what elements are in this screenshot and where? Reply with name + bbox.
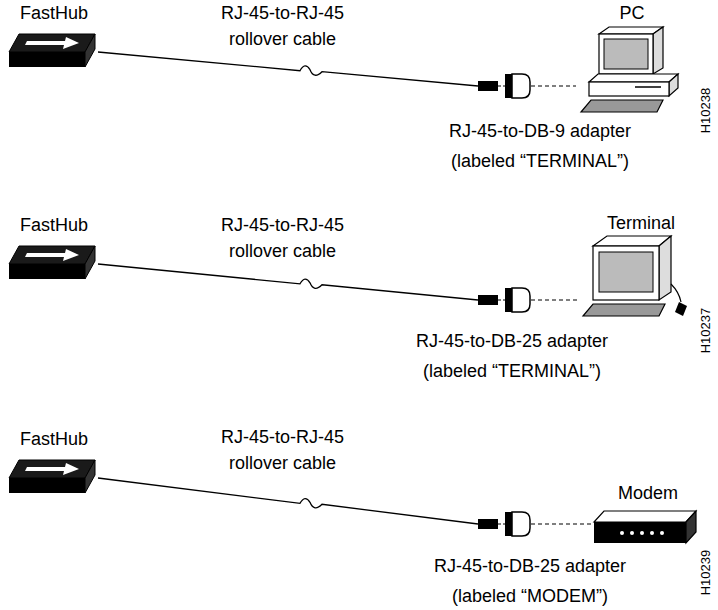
device-node: FastHub	[4, 428, 104, 498]
db-adapter	[512, 512, 530, 536]
terminal-icon-part	[675, 302, 687, 316]
rj45-plug	[478, 519, 498, 529]
plug-gap	[498, 85, 505, 86]
dashed-link	[531, 299, 580, 300]
cable-label: RJ-45-to-RJ-45 rollover cable	[195, 0, 370, 52]
plug-gap	[498, 299, 505, 300]
rj45-plug	[478, 295, 498, 305]
terminal-icon-part	[671, 284, 681, 302]
rj45-plug	[478, 81, 498, 91]
cable-label: RJ-45-to-RJ-45 rollover cable	[195, 212, 370, 264]
pc-icon-part	[599, 34, 653, 74]
hub-icon-part	[85, 246, 95, 279]
device-label: FastHub	[4, 428, 104, 450]
dashed-link	[531, 523, 592, 524]
pc-icon-part	[589, 74, 678, 82]
hub-icon-part	[9, 264, 85, 279]
hub-icon	[5, 458, 97, 496]
modem-icon-part	[660, 531, 664, 535]
cable-label: RJ-45-to-RJ-45 rollover cable	[195, 424, 370, 476]
modem-icon-part	[686, 511, 696, 543]
hub-icon	[5, 32, 97, 70]
pc-icon	[577, 24, 682, 114]
device-label: FastHub	[4, 214, 104, 236]
adapter-label: RJ-45-to-DB-9 adapter (labeled “TERMINAL…	[425, 116, 655, 176]
adapter-body	[505, 74, 512, 98]
hub-icon-part	[25, 463, 79, 475]
terminal-icon-part	[593, 246, 659, 300]
adapter-body	[505, 288, 512, 312]
modem-icon-part	[594, 511, 696, 522]
hub-icon-part	[9, 478, 85, 493]
adapter-body	[505, 512, 512, 536]
dashed-link	[531, 85, 576, 86]
modem-icon	[592, 508, 698, 548]
hub-icon-part	[9, 34, 95, 52]
device-node: Terminal	[580, 212, 702, 322]
cable-line	[98, 52, 478, 86]
hub-icon-part	[85, 460, 95, 493]
modem-icon-part	[620, 531, 624, 535]
device-label: Modem	[592, 482, 704, 504]
pc-icon-part	[635, 86, 661, 88]
pc-icon-part	[604, 39, 648, 69]
pc-icon-part	[653, 27, 663, 74]
hub-icon-part	[9, 460, 95, 478]
hub-icon-part	[85, 34, 95, 67]
figure-id: H10238	[698, 88, 713, 134]
db-adapter	[512, 288, 530, 312]
terminal-icon-part	[599, 252, 653, 292]
terminal-icon-part	[593, 236, 671, 246]
rollover-cable	[98, 478, 592, 536]
hub-icon-part	[25, 249, 79, 261]
adapter-label: RJ-45-to-DB-25 adapter (labeled “MODEM”)	[410, 551, 650, 610]
device-label: Terminal	[580, 212, 702, 234]
pc-icon-part	[589, 82, 669, 96]
device-node: FastHub	[4, 2, 104, 72]
plug-gap	[498, 523, 505, 524]
modem-icon-part	[594, 522, 686, 543]
device-node: PC	[576, 2, 688, 114]
db-adapter	[512, 74, 530, 98]
pc-icon-part	[581, 100, 663, 112]
device-label: FastHub	[4, 2, 104, 24]
adapter-label: RJ-45-to-DB-25 adapter (labeled “TERMINA…	[392, 326, 632, 386]
terminal-icon-part	[583, 304, 665, 316]
hub-icon-part	[9, 246, 95, 264]
hub-icon-part	[9, 52, 85, 67]
terminal-icon-part	[659, 236, 671, 300]
pc-icon-part	[669, 74, 678, 96]
rollover-cable	[98, 264, 580, 312]
device-label: PC	[576, 2, 688, 24]
modem-icon-part	[640, 531, 644, 535]
hub-icon	[5, 244, 97, 282]
figure-id: H10237	[698, 308, 713, 354]
device-node: Modem	[592, 482, 704, 548]
terminal-icon	[581, 234, 696, 322]
rollover-cable	[98, 52, 576, 98]
modem-icon-part	[630, 531, 634, 535]
modem-icon-part	[650, 531, 654, 535]
hub-icon-part	[25, 37, 79, 49]
cable-line	[98, 264, 478, 300]
pc-icon-part	[599, 27, 663, 34]
cable-line	[98, 478, 478, 524]
device-node: FastHub	[4, 214, 104, 284]
figure-id: H10239	[698, 550, 713, 596]
